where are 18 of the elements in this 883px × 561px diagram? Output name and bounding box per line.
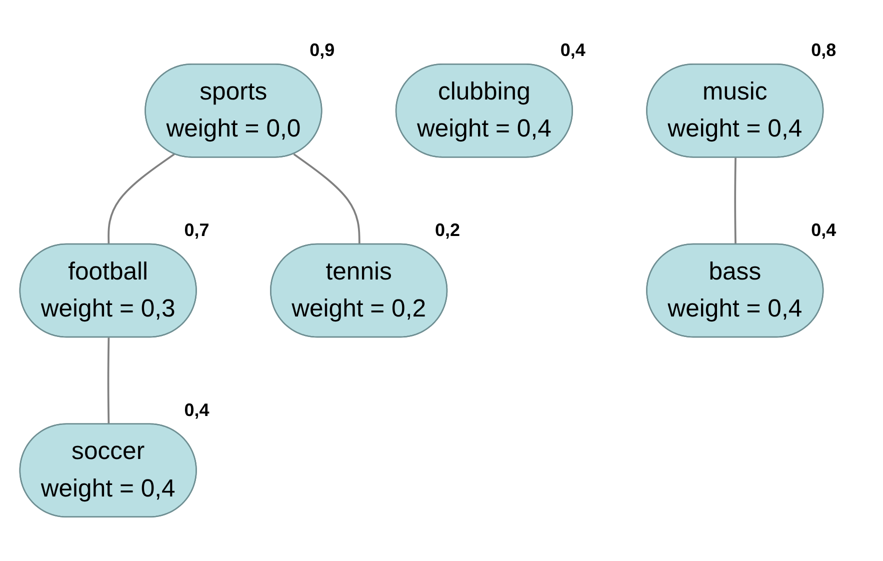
node-value: 0,7 [184,220,210,241]
ellipse-node: football weight = 0,3 [19,243,197,338]
connector-line [108,153,175,245]
ellipse-node: clubbing weight = 0,4 [395,64,573,158]
ellipse-node: tennis weight = 0,2 [270,243,448,338]
node-value: 0,4 [184,400,210,421]
ellipse-node: soccer weight = 0,4 [19,423,197,518]
ellipse-node: bass weight = 0,4 [646,243,824,338]
node-value: 0,4 [811,220,836,241]
node-value: 0,9 [310,40,335,62]
connector-line [293,153,360,245]
node-value: 0,2 [434,220,460,241]
node-value: 0,8 [811,40,836,62]
connector-line [734,158,736,245]
connector-line [107,338,110,424]
ellipse-node: music weight = 0,4 [646,64,824,158]
ellipse-node: sports weight = 0,0 [144,64,322,158]
node-value: 0,4 [560,40,586,62]
